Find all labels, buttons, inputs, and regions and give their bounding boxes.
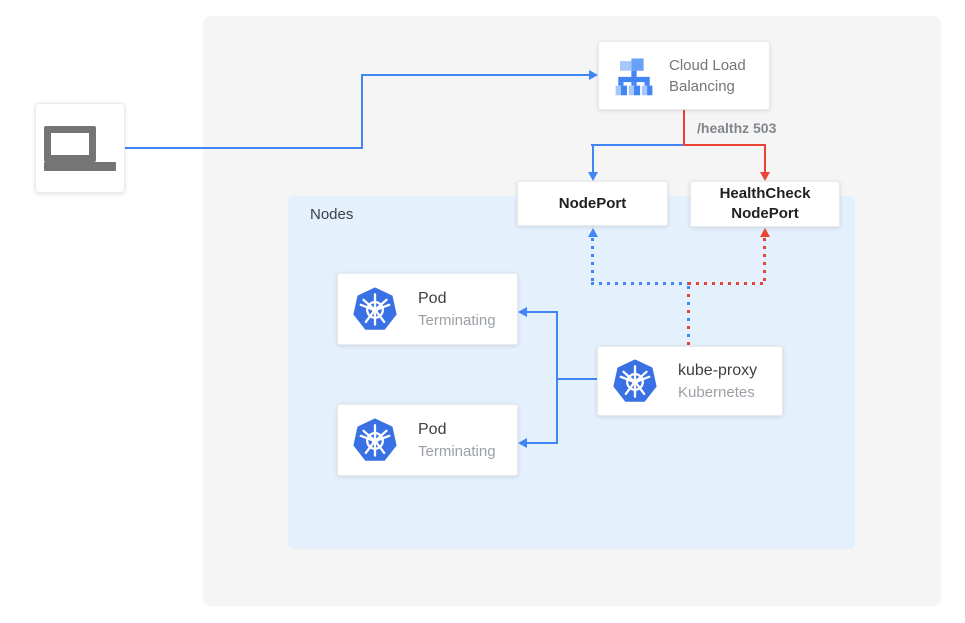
dotted-line-proxy-to-nodeport xyxy=(591,238,594,284)
healthcheck-nodeport-label: HealthCheck NodePort xyxy=(719,185,811,222)
cloud-load-balancing-label: Cloud Load Balancing xyxy=(669,56,746,95)
arrowhead-into-load-balancer xyxy=(589,70,598,80)
dotted-line-proxy-to-nodeport xyxy=(591,282,688,285)
healthcheck-nodeport-box: HealthCheck NodePort xyxy=(690,181,840,227)
flow-line-proxy-to-pods xyxy=(556,311,558,444)
dotted-line-proxy-to-healthcheck-nodeport xyxy=(763,238,766,284)
arrowhead-into-pod-2 xyxy=(518,438,527,448)
flow-line-client-to-lb xyxy=(361,74,363,149)
flow-line-lb-healthcheck xyxy=(683,110,685,146)
kubernetes-icon xyxy=(353,287,397,330)
pod-2-title: Pod xyxy=(418,420,447,438)
client-laptop-box xyxy=(35,103,125,193)
pod-1-box: Pod Terminating xyxy=(337,273,518,345)
flow-line-lb-nodeport xyxy=(592,146,594,173)
pod-1-title: Pod xyxy=(418,289,447,307)
kube-proxy-subtitle: Kubernetes xyxy=(678,383,755,401)
flow-line-lb-healthcheck xyxy=(764,146,766,173)
laptop-icon xyxy=(44,125,116,171)
flow-line-proxy-to-pod-2 xyxy=(527,442,558,444)
kube-proxy-title: kube-proxy xyxy=(678,361,758,379)
flow-line-proxy-to-pod-1 xyxy=(527,311,558,313)
dotted-line-proxy-stem xyxy=(687,286,690,346)
cloud-load-balancing-icon xyxy=(615,58,653,95)
kubernetes-icon xyxy=(613,359,657,402)
flow-line-lb-healthcheck xyxy=(683,144,766,146)
pod-2-box: Pod Terminating xyxy=(337,404,518,476)
nodes-panel-label: Nodes xyxy=(310,206,354,223)
flow-line-proxy-to-pods xyxy=(557,378,597,380)
dotted-line-proxy-to-healthcheck-nodeport xyxy=(688,282,766,285)
flow-line-client-to-lb xyxy=(361,74,591,76)
healthz-status-label: /healthz 503 xyxy=(697,120,777,136)
nodeport-box: NodePort xyxy=(517,181,668,226)
arrowhead-into-healthcheck-nodeport xyxy=(760,172,770,181)
arrowhead-into-pod-1 xyxy=(518,307,527,317)
arrowhead-proxy-to-healthcheck-nodeport xyxy=(760,228,770,237)
flow-line-client-to-lb xyxy=(125,147,363,149)
nodeport-label: NodePort xyxy=(558,195,627,212)
pod-2-status: Terminating xyxy=(418,442,496,460)
flow-line-lb-nodeport xyxy=(591,144,683,146)
kubernetes-icon xyxy=(353,418,397,461)
pod-1-status: Terminating xyxy=(418,311,496,329)
arrowhead-into-nodeport xyxy=(588,172,598,181)
kube-proxy-box: kube-proxy Kubernetes xyxy=(597,346,783,416)
cloud-load-balancing-box: Cloud Load Balancing xyxy=(598,41,770,110)
arrowhead-proxy-to-nodeport xyxy=(588,228,598,237)
